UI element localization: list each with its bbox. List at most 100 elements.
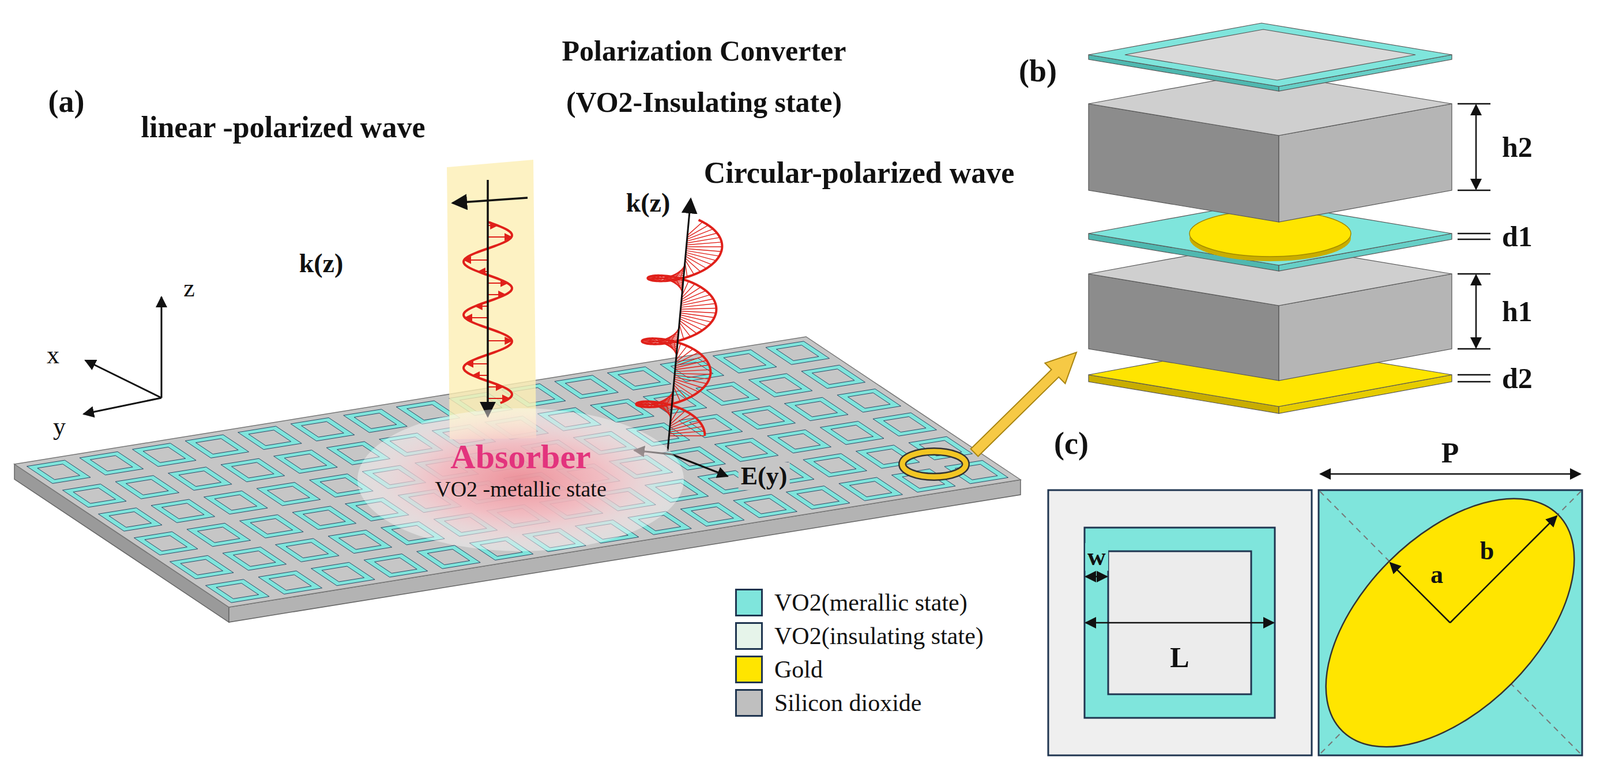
legend-entry: VO2(insulating state) (735, 622, 984, 650)
wave-plane (446, 159, 537, 440)
top-view-panel (1048, 490, 1312, 756)
dimension-label: a (1430, 561, 1444, 589)
field-vector (675, 369, 711, 372)
wave-label: Circular-polarized wave (704, 156, 1015, 190)
legend-text: Gold (774, 656, 823, 683)
vo2-ring-cell (803, 453, 868, 477)
absorber-glow (357, 408, 684, 552)
node-subtitle: VO2 -metallic state (434, 476, 607, 503)
field-vector (687, 221, 703, 236)
vo2-ring-cell (311, 562, 376, 586)
vo2-ring-cell (837, 389, 902, 413)
field-vector (687, 228, 714, 240)
legend-text: VO2(insulating state) (774, 622, 984, 650)
dimension-label: h2 (1501, 131, 1533, 164)
field-vector (487, 397, 510, 399)
dimension-arrow (1320, 473, 1581, 476)
vo2-square-ring (1084, 527, 1275, 718)
field-vector (681, 283, 695, 298)
field-vector (669, 411, 685, 425)
gold-ellipse (1281, 453, 1600, 764)
vo2-ring-cell (731, 405, 796, 429)
panel-letter: (c) (1053, 426, 1089, 461)
field-vector (686, 248, 722, 252)
field-vector (674, 373, 711, 375)
field-vector (680, 294, 710, 304)
vo2-ring-cell (872, 412, 937, 436)
wave-label: linear -polarized wave (141, 110, 426, 144)
dimension-label: d1 (1501, 220, 1533, 253)
field-vector (466, 363, 488, 365)
vo2-ring-cell (363, 554, 428, 578)
field-vector (686, 252, 717, 261)
unit-ring-marker (902, 451, 966, 477)
vo2-ring-cell (205, 579, 270, 603)
vo2-ring-cell (660, 358, 725, 382)
vo2-ring-cell (607, 366, 672, 390)
vo2-ring-cell (273, 450, 338, 474)
vo2-ring-cell (819, 421, 884, 445)
field-vector (680, 313, 715, 318)
dimension-arrow (1085, 622, 1274, 624)
field-vector (681, 287, 701, 300)
field-vector (675, 364, 710, 370)
vo2-ring-cell (678, 414, 743, 438)
field-vector (687, 225, 709, 238)
vo2-ring-cell (256, 482, 321, 506)
vo2-ring-cell (26, 460, 91, 484)
vo2-ring-cell (151, 499, 216, 523)
vo2-ring-cell (168, 467, 233, 491)
figure-heading: (VO2-Insulating state) (566, 86, 842, 119)
field-vector (668, 435, 705, 436)
x-axis (85, 360, 162, 398)
dimension-label: b (1480, 537, 1494, 566)
axis-label: x (46, 341, 60, 370)
field-vector (669, 413, 691, 427)
legend-swatch (735, 655, 763, 684)
dimension-arrow (1475, 275, 1478, 348)
vo2-ring-cell (292, 506, 357, 530)
dimension-label: d2 (1501, 362, 1533, 395)
dimension-tick (1457, 232, 1491, 235)
vo2-ring-cell (115, 475, 180, 499)
field-vector (464, 317, 488, 319)
vo2-ring-cell (838, 477, 903, 501)
vo2-ring-cell (714, 438, 779, 462)
wave-vector-label: k(z) (299, 249, 344, 279)
field-vector (669, 418, 696, 429)
vo2-ring-cell (343, 409, 408, 433)
vo2-ring-cell (204, 490, 269, 514)
vo2-ring-cell (784, 397, 849, 421)
dimension-label: h1 (1501, 295, 1533, 328)
legend-swatch (735, 588, 763, 617)
legend-entry: VO2(merallic state) (735, 588, 968, 617)
vo2-ring-cell (133, 531, 198, 555)
vo2-ring-cell (275, 538, 340, 562)
dimension-tick (1457, 189, 1491, 192)
dimension-tick (1457, 273, 1491, 276)
vo2-ring-cell (801, 364, 866, 389)
ring-opening (1124, 29, 1416, 81)
vo2-ring-cell (416, 545, 481, 569)
dimension-label: P (1441, 437, 1460, 469)
vo2-ring-cell (239, 514, 304, 538)
vo2-ring-cell (554, 375, 619, 399)
vo2-ring-cell (132, 443, 197, 467)
field-vector (681, 290, 706, 302)
vo2-ring-cell (785, 486, 850, 510)
vo2-ring-cell (733, 494, 798, 518)
vo2-ring-cell (748, 373, 813, 397)
field-vector (487, 340, 512, 342)
panel-letter: (b) (1018, 54, 1057, 89)
vo2-square-ring-top (1088, 23, 1452, 87)
field-vector (675, 356, 704, 367)
dimension-tick (1457, 381, 1491, 383)
field-vector (680, 314, 712, 323)
vo2-ring-cell (220, 458, 285, 482)
vo2-ring-cell (680, 502, 745, 526)
legend-text: Silicon dioxide (774, 689, 922, 717)
vo2-ring-cell (62, 483, 127, 507)
node-heading: Absorber (450, 437, 591, 477)
field-vector (675, 352, 699, 364)
